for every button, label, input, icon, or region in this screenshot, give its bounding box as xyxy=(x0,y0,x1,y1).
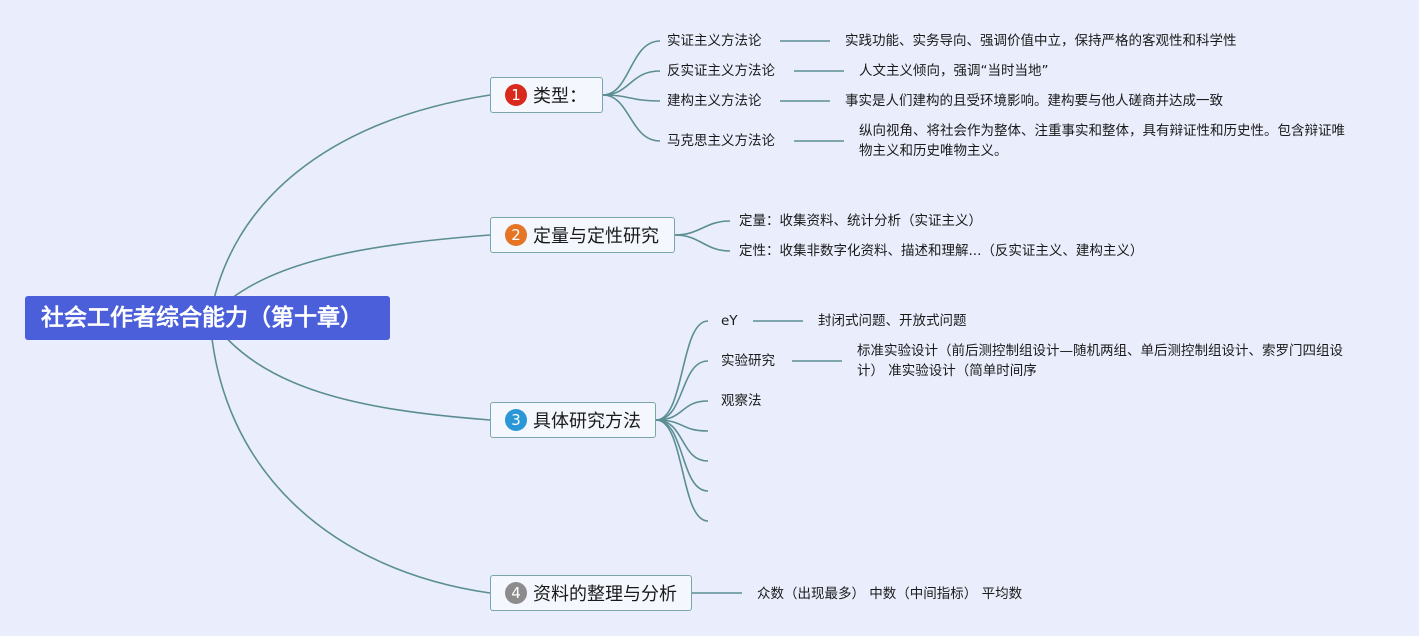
branch-label: 类型： xyxy=(533,86,587,107)
topic-constructivism[interactable]: 建构主义方法论 xyxy=(667,93,762,109)
topic-experiment[interactable]: 实验研究 xyxy=(721,353,775,369)
branch-data-analysis[interactable]: 4 资料的整理与分析 xyxy=(490,575,692,611)
number-1-badge: 1 xyxy=(505,84,527,106)
topic-qualitative[interactable]: 定性：收集非数字化资料、描述和理解...（反实证主义、建构主义） xyxy=(739,243,1144,259)
branch2-link-1 xyxy=(674,234,731,252)
topic-positivism[interactable]: 实证主义方法论 xyxy=(667,33,762,49)
branch1-link-3 xyxy=(602,94,661,142)
root-topic[interactable]: 社会工作者综合能力（第十章） xyxy=(25,296,390,340)
number-4-badge: 4 xyxy=(505,582,527,604)
root-link-1 xyxy=(209,94,491,319)
topic-constructivism-detail[interactable]: 事实是人们建构的且受环境影响。建构要与他人磋商并达成一致 xyxy=(845,93,1223,109)
topic-anti-positivism[interactable]: 反实证主义方法论 xyxy=(667,63,775,79)
branch3-link-6 xyxy=(655,419,709,522)
topic-survey[interactable]: eY xyxy=(721,313,738,329)
topic-survey-detail[interactable]: 封闭式问题、开放式问题 xyxy=(818,313,967,329)
branch1-link-0 xyxy=(602,40,661,96)
branch-methods[interactable]: 3 具体研究方法 xyxy=(490,402,656,438)
number-3-badge: 3 xyxy=(505,409,527,431)
topic-observation[interactable]: 观察法 xyxy=(721,393,762,409)
branch2-link-0 xyxy=(674,220,731,236)
branch-label: 具体研究方法 xyxy=(533,411,641,432)
root-link-3 xyxy=(209,317,491,421)
branch3-link-1 xyxy=(655,360,709,421)
branch3-link-0 xyxy=(655,320,709,421)
topic-experiment-detail[interactable]: 标准实验设计（前后测控制组设计—随机两组、单后测控制组设计、索罗门四组设计） 准… xyxy=(857,343,1343,379)
number-2-badge: 2 xyxy=(505,224,527,246)
topic-statistics[interactable]: 众数（出现最多） 中数（中间指标） 平均数 xyxy=(757,586,1023,602)
branch-quant-qual[interactable]: 2 定量与定性研究 xyxy=(490,217,675,253)
branch1-link-1 xyxy=(602,70,661,96)
branch-label: 资料的整理与分析 xyxy=(533,584,677,605)
branch-label: 定量与定性研究 xyxy=(533,226,659,247)
branch3-link-2 xyxy=(655,400,709,421)
topic-marxism[interactable]: 马克思主义方法论 xyxy=(667,133,775,149)
branch-types[interactable]: 1 类型： xyxy=(490,77,603,113)
branch1-link-2 xyxy=(602,94,661,102)
topic-marxism-detail[interactable]: 纵向视角、将社会作为整体、注重事实和整体，具有辩证性和历史性。包含辩证唯物主义和… xyxy=(859,123,1345,159)
root-link-4 xyxy=(209,317,491,594)
topic-anti-positivism-detail[interactable]: 人文主义倾向，强调“当时当地” xyxy=(859,63,1049,79)
topic-quantitative[interactable]: 定量：收集资料、统计分析（实证主义） xyxy=(739,213,982,229)
topic-positivism-detail[interactable]: 实践功能、实务导向、强调价值中立，保持严格的客观性和科学性 xyxy=(845,33,1237,49)
